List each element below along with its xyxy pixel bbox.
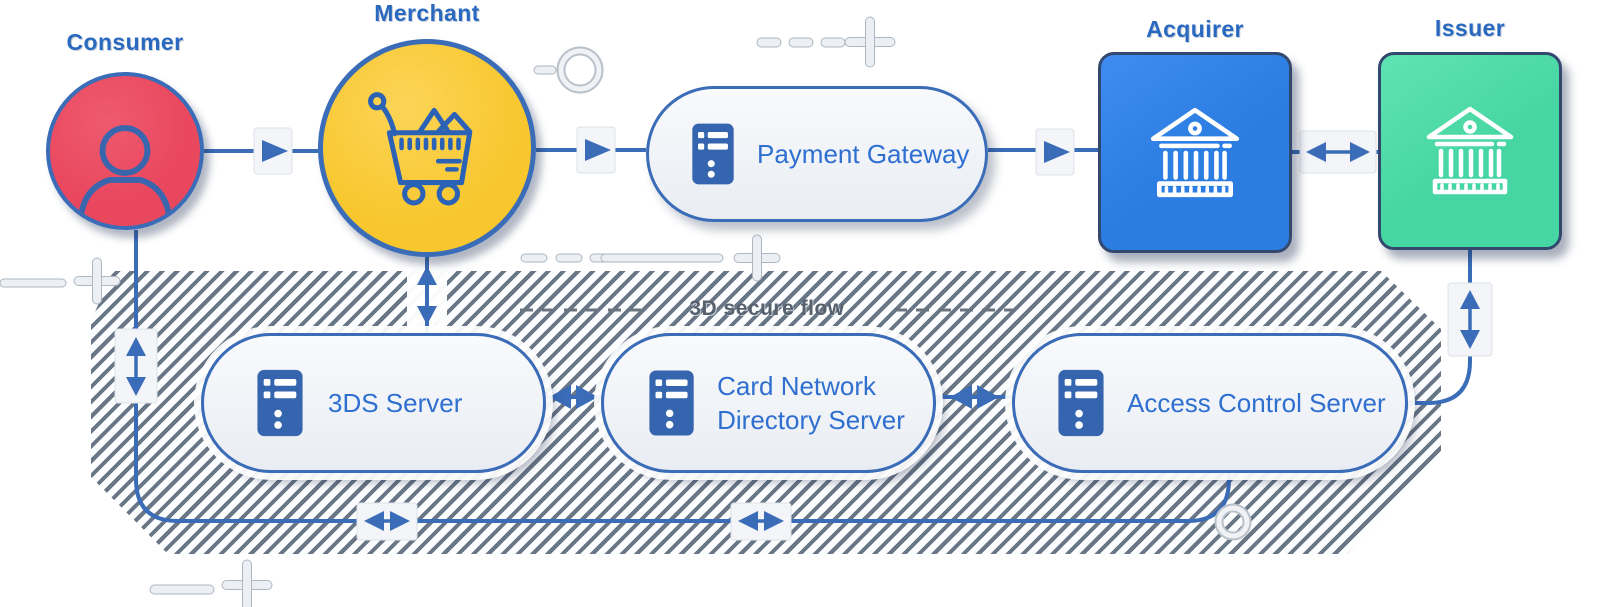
- 3ds-server-node: 3DS Server: [201, 333, 546, 473]
- circle-decoration: [556, 46, 604, 94]
- secure-flow-zone-label: 3D secure flow: [689, 297, 845, 320]
- shopping-cart-icon: [368, 92, 473, 206]
- issuer-label: Issuer: [1434, 15, 1506, 41]
- access-control-server-label: Access Control Server: [1127, 387, 1386, 418]
- arrow-double-horizontal-icon: [1306, 142, 1370, 162]
- dash-trio-decoration: [756, 37, 846, 48]
- line-decoration: [600, 253, 724, 263]
- card-network-directory-label: Card Network Directory Server: [717, 370, 905, 435]
- dash-decoration: [533, 65, 557, 75]
- arrow-right-icon: [585, 139, 611, 161]
- arrow-double-horizontal-icon: [364, 511, 410, 531]
- access-control-server-node: Access Control Server: [1012, 333, 1408, 473]
- plus-decoration: [733, 234, 781, 282]
- consumer-node: [46, 72, 204, 230]
- arrow-double-vertical-icon: [126, 337, 146, 396]
- dash-trio-decoration: [520, 253, 615, 263]
- payment-gateway-label: Payment Gateway: [757, 138, 970, 169]
- circle-decoration: [1214, 503, 1252, 541]
- server-icon: [692, 123, 734, 185]
- plus-decoration: [221, 559, 273, 607]
- bank-icon: [1150, 107, 1240, 197]
- arrow-double-horizontal-icon: [738, 511, 784, 531]
- payment-gateway-node: Payment Gateway: [646, 86, 988, 222]
- dash-decoration: [0, 278, 67, 288]
- arrow-double-vertical-icon: [1460, 290, 1480, 349]
- merchant-node: [318, 39, 536, 257]
- arrow-double-vertical-icon: [417, 266, 437, 325]
- bank-icon: [1426, 106, 1514, 195]
- server-icon: [257, 369, 303, 437]
- acquirer-label: Acquirer: [1146, 16, 1244, 42]
- person-icon: [77, 125, 173, 226]
- plus-decoration: [844, 16, 896, 68]
- acquirer-node: [1098, 52, 1292, 253]
- arrow-right-icon: [1044, 141, 1070, 163]
- consumer-label: Consumer: [66, 29, 184, 55]
- server-icon: [1058, 369, 1104, 437]
- issuer-node: [1378, 52, 1562, 250]
- dash-decoration: [149, 584, 215, 595]
- 3ds-server-label: 3DS Server: [328, 387, 463, 418]
- arrow-double-horizontal-icon: [950, 385, 999, 409]
- card-network-directory-node: Card Network Directory Server: [601, 333, 936, 473]
- arrow-double-horizontal-icon: [549, 385, 598, 409]
- merchant-label: Merchant: [374, 0, 480, 26]
- line-consumer-bottom-loop: [134, 230, 1231, 523]
- arrow-right-icon: [262, 140, 288, 162]
- line-issuer-acs: [1408, 250, 1472, 405]
- plus-decoration: [73, 257, 121, 305]
- server-icon: [649, 370, 694, 436]
